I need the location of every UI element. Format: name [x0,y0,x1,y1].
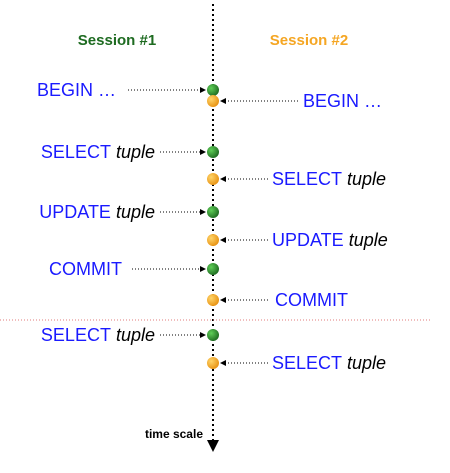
event-label: BEGIN … [37,80,116,100]
event-label: UPDATE tuple [39,202,155,222]
session2-header: Session #2 [270,32,348,49]
event-session2-9: SELECT tuple [207,353,386,373]
event-session1-8: SELECT tuple [41,325,219,345]
event-label: SELECT tuple [272,169,386,189]
event-argument: tuple [111,202,155,222]
event-operation: SELECT [41,325,111,345]
event-operation: UPDATE [272,230,344,250]
session1-event-dot [207,329,219,341]
event-label: SELECT tuple [41,325,155,345]
event-argument: tuple [342,353,386,373]
event-session1-0: BEGIN … [37,80,219,100]
event-operation: SELECT [41,142,111,162]
event-session1-2: SELECT tuple [41,142,219,162]
session2-event-dot [207,95,219,107]
session1-event-dot [207,146,219,158]
event-label: SELECT tuple [272,353,386,373]
event-argument: tuple [342,169,386,189]
session1-event-dot [207,263,219,275]
event-argument: tuple [111,142,155,162]
event-session2-1: BEGIN … [207,91,382,111]
event-operation: SELECT [272,353,342,373]
event-session1-6: COMMIT [49,259,219,279]
event-argument: tuple [111,325,155,345]
event-session2-7: COMMIT [207,290,348,310]
session1-event-dot [207,84,219,96]
event-session2-3: SELECT tuple [207,169,386,189]
session2-event-dot [207,234,219,246]
event-operation: COMMIT [275,290,348,310]
event-label: COMMIT [275,290,348,310]
event-argument: tuple [344,230,388,250]
event-operation: SELECT [272,169,342,189]
event-label: COMMIT [49,259,122,279]
session1-header: Session #1 [78,32,156,49]
time-scale-label: time scale [145,427,203,441]
event-label: SELECT tuple [41,142,155,162]
session2-event-dot [207,357,219,369]
event-operation: COMMIT [49,259,122,279]
session2-event-dot [207,173,219,185]
session2-event-dot [207,294,219,306]
event-label: UPDATE tuple [272,230,388,250]
session1-event-dot [207,206,219,218]
event-operation: UPDATE [39,202,111,222]
event-label: BEGIN … [303,91,382,111]
event-operation: BEGIN … [303,91,382,111]
event-session2-5: UPDATE tuple [207,230,388,250]
event-session1-4: UPDATE tuple [39,202,219,222]
event-operation: BEGIN … [37,80,116,100]
